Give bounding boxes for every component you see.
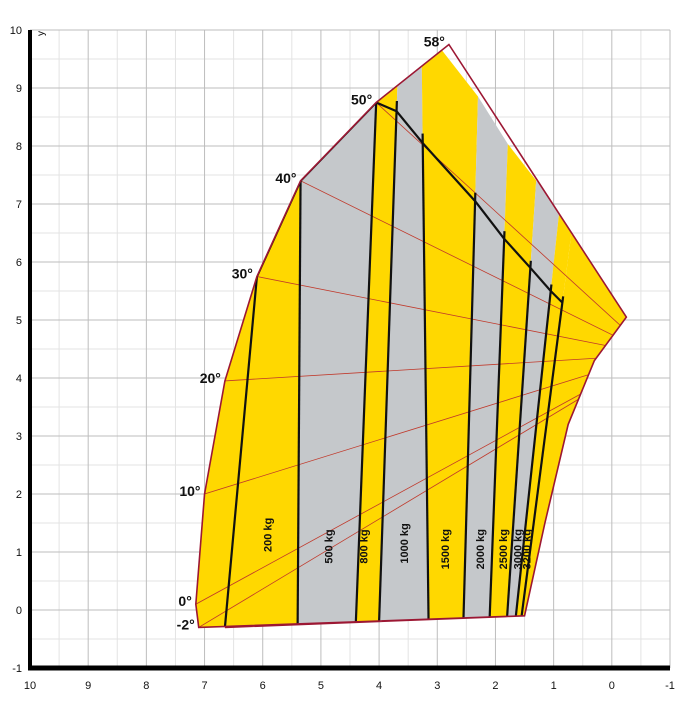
band-edge [223,276,259,628]
y-axis-label: y [36,31,47,36]
y-tick-label: 6 [16,257,22,269]
band-top-edge [529,267,552,292]
capacity-label: 2500 kg [498,529,510,569]
x-tick-label: 7 [201,680,207,692]
x-tick-label: 10 [24,680,36,692]
y-tick-label: 10 [10,25,22,37]
x-tick-label: 5 [318,680,324,692]
x-tick-label: 2 [492,680,498,692]
capacity-band [502,180,560,628]
band-edge [353,92,378,628]
band-edge [512,284,553,628]
band-edge [518,296,565,628]
x-tick-label: 6 [260,680,266,692]
angle-label: 58° [424,34,445,50]
band-edge [504,260,532,628]
angle-label: 50° [351,92,372,108]
y-tick-label: 0 [16,605,22,617]
angle-label: 0° [178,593,191,609]
angle-guide-line [195,357,627,529]
y-tick-label: -1 [12,663,22,675]
angle-guide-line [195,360,627,628]
band-edge [296,171,302,628]
y-tick-label: 4 [16,373,22,385]
capacity-band [421,44,478,628]
band-edge [421,133,430,628]
band-top-edge [549,290,564,304]
x-tick-label: 4 [376,680,382,692]
y-tick-label: 3 [16,431,22,443]
x-tick-label: -1 [665,680,675,692]
y-tick-label: 7 [16,199,22,211]
angle-label: -2° [177,616,195,632]
band-top-edge [395,110,424,144]
envelope-outline-path [195,43,628,629]
capacity-label: 3200 kg [521,529,533,569]
capacity-band [508,209,573,628]
angle-guide-line [195,360,627,628]
band-top-edge [375,101,397,113]
capacity-band [195,44,302,628]
angle-label: 30° [232,266,253,282]
axes [28,30,670,671]
capacity-label: 3000 kg [513,529,525,569]
x-tick-label: 1 [551,680,557,692]
capacity-label: 2000 kg [475,529,487,569]
y-tick-label: 1 [16,547,22,559]
radius-arc [691,286,700,362]
capacity-label: 500 kg [324,529,336,563]
capacity-label: 1500 kg [440,529,452,569]
band-edge [487,231,506,628]
y-tick-label: 8 [16,141,22,153]
capacity-label: 1000 kg [399,523,411,563]
capacity-label: 800 kg [358,529,370,563]
band-edge [461,192,477,628]
x-tick-label: 9 [85,680,91,692]
capacity-label: 200 kg [262,518,274,552]
angle-label: 40° [275,170,296,186]
band-edge [377,100,398,628]
band-top-edge [474,200,506,240]
x-tick-label: 3 [434,680,440,692]
y-tick-label: 9 [16,83,22,95]
band-top-edge [503,238,532,269]
y-tick-label: 5 [16,315,22,327]
y-tick-label: 2 [16,489,22,501]
x-tick-label: 8 [143,680,149,692]
band-top-edge [421,142,476,202]
capacity-band [461,96,508,628]
capacity-band [486,143,537,628]
angle-label: 10° [179,483,200,499]
capacity-band [375,44,430,628]
capacity-band [351,44,401,628]
capacity-labels: 200 kg 500 kg 800 kg 1000 kg 1500 kg 2000 kg 2… [262,518,533,570]
angle-label: 20° [200,370,221,386]
angle-labels: -2° 0° 10° 20° 30° 40° 50° 58° [177,34,445,633]
envelope-outline [195,43,628,629]
x-tick-label: 0 [609,680,615,692]
